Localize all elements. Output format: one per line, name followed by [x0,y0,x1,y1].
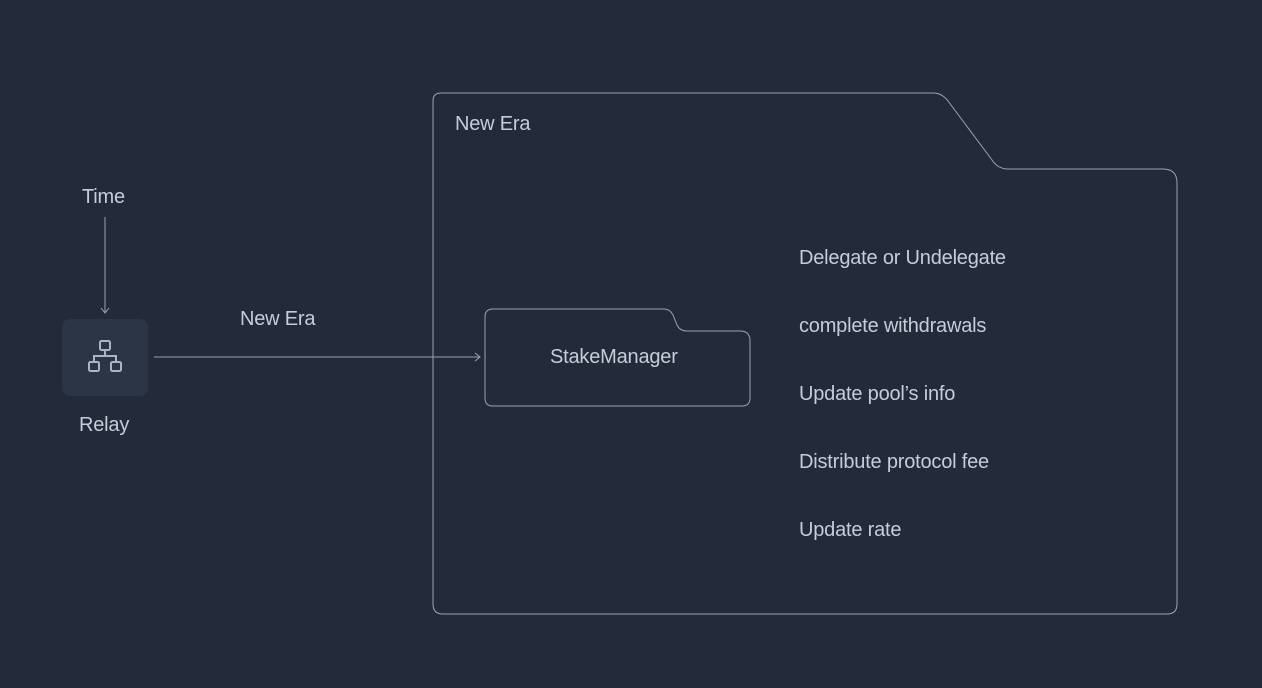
new-era-container-outline [432,92,1178,615]
relay-label: Relay [79,414,130,436]
time-label: Time [82,186,125,208]
stakemanager-label: StakeManager [550,346,678,368]
action-list: Delegate or Undelegate complete withdraw… [799,247,1006,587]
sitemap-icon [88,340,122,372]
action-item-pool-info: Update pool’s info [799,383,956,405]
new-era-container-title: New Era [455,113,531,135]
action-item-update-rate: Update rate [799,519,902,541]
new-era-edge-label: New Era [240,308,316,330]
stakemanager-folder-outline [484,308,751,407]
action-item-withdrawals: complete withdrawals [799,315,987,337]
action-item-delegate: Delegate or Undelegate [799,247,1006,269]
relay-to-stakemanager-arrow [154,352,481,362]
relay-node [62,319,148,396]
time-to-relay-arrow [100,217,110,314]
action-item-protocol-fee: Distribute protocol fee [799,451,989,473]
